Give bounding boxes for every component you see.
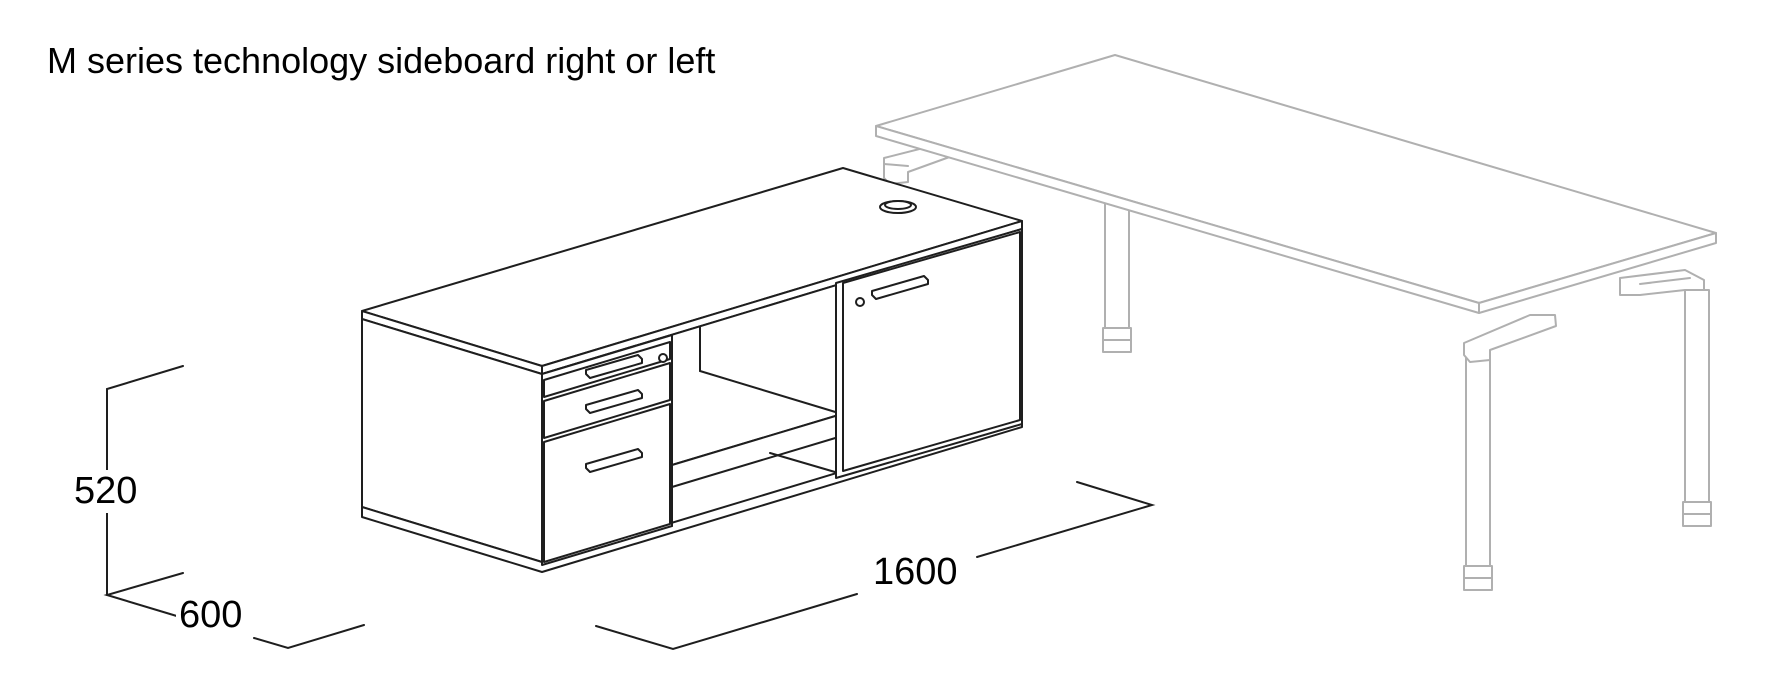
desk-back-leg: [1102, 199, 1132, 353]
desk-right-front-leg: [1463, 349, 1493, 591]
depth-dimension-label: 600: [176, 594, 246, 637]
door-handle-icon: [871, 275, 929, 300]
drawer-pedestal: [541, 334, 673, 566]
door-lock-icon: [855, 297, 865, 307]
height-dimension-line: [106, 365, 184, 596]
drawer-2-handle-icon: [585, 389, 643, 414]
depth-dimension-line: [103, 572, 184, 618]
desk: [875, 54, 1717, 591]
drawer-3-handle-icon: [585, 448, 643, 473]
drawer-1-handle-icon: [585, 354, 643, 379]
width-dimension-label: 1600: [870, 551, 961, 594]
desk-right-back-leg: [1682, 289, 1712, 527]
drawer-lock-icon: [658, 353, 668, 363]
depth-dimension-line-end: [253, 624, 365, 650]
cabinet-door: [835, 228, 1023, 479]
desk-top: [875, 54, 1717, 314]
drawer-3-front: [543, 403, 671, 563]
desk-right-brackets: [1463, 269, 1705, 363]
sideboard: [361, 167, 1023, 573]
width-dimension-line: [595, 593, 858, 651]
height-dimension-label: 520: [71, 470, 141, 513]
diagram-title: M series technology sideboard right or l…: [47, 40, 716, 81]
dimension-lines: [103, 365, 1156, 651]
width-dimension-line-end: [976, 481, 1156, 558]
cable-grommet-icon: [879, 200, 917, 214]
